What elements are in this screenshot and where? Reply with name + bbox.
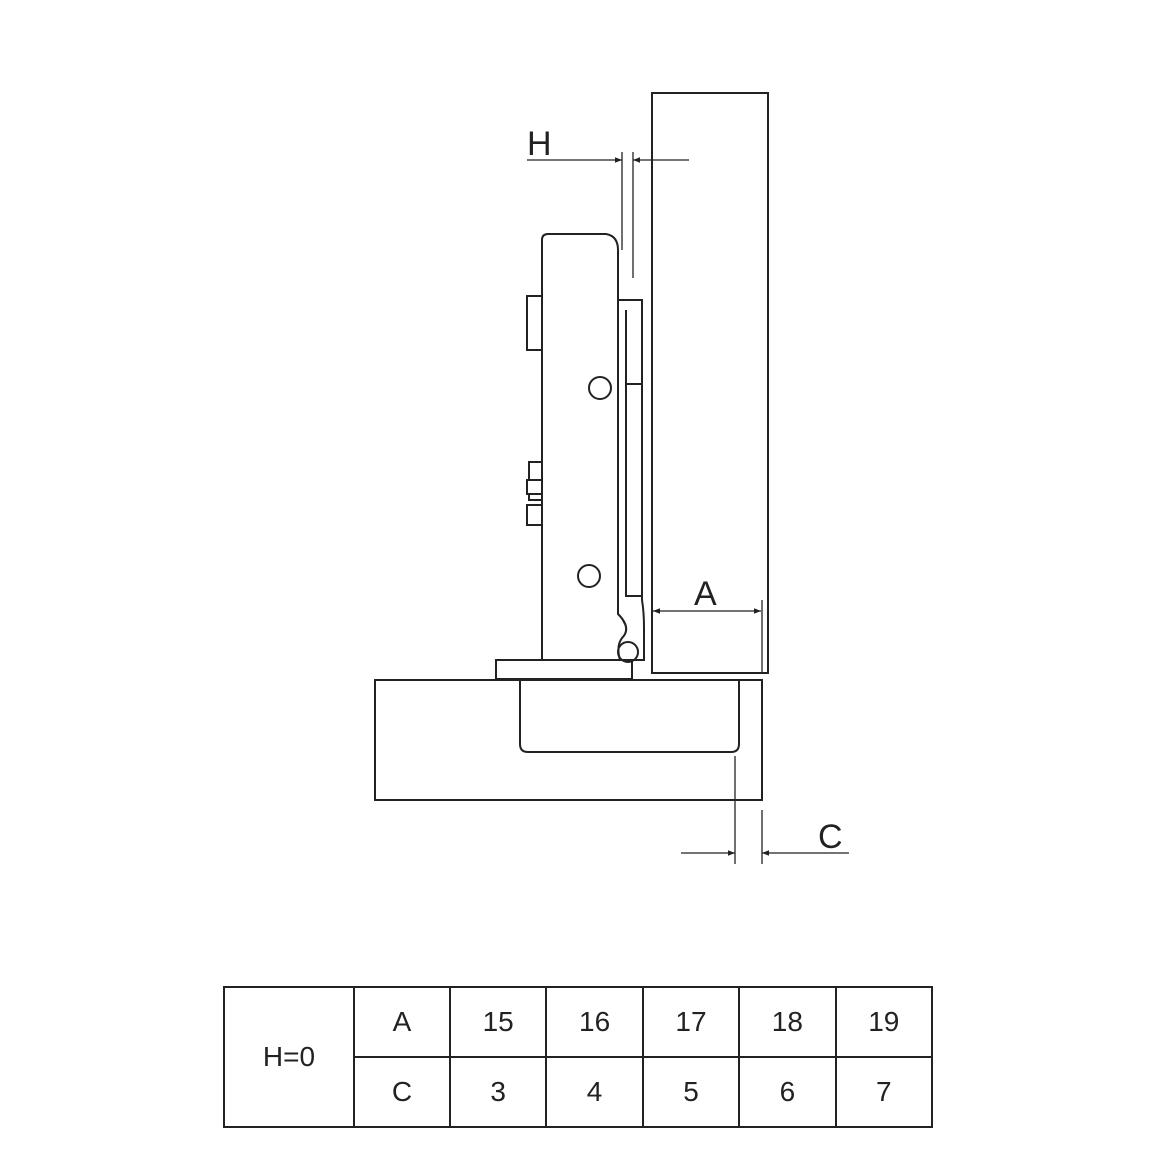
arm-tab-mid-3 (526, 504, 543, 526)
table-row-label: C (353, 1056, 451, 1128)
table-cell: 16 (545, 986, 644, 1058)
knuckle-strip (625, 383, 643, 597)
overlay-spec-table: H=0 A 15 16 17 18 19 C 3 4 5 6 7 (223, 986, 934, 1128)
mounting-plate (495, 659, 633, 680)
hinge-knuckle (617, 299, 645, 661)
arm-tab-top (526, 295, 543, 351)
table-row: C 3 4 5 6 7 (224, 1056, 934, 1128)
table-cell: 3 (448, 1056, 548, 1128)
hinge-cup (519, 681, 740, 753)
table-cell: 19 (834, 986, 934, 1058)
table-row-label: A (353, 986, 451, 1058)
pivot-pin (617, 641, 639, 663)
table-cell: 17 (641, 986, 741, 1058)
table-cell: 18 (738, 986, 837, 1058)
table-cell: 5 (641, 1056, 741, 1128)
table-cell: 7 (834, 1056, 934, 1128)
dim-a-label: A (694, 575, 717, 613)
table-group-cell: H=0 (223, 986, 355, 1128)
arm-tab-mid-2 (526, 479, 543, 495)
dim-c-label: C (818, 818, 843, 856)
table-cell: 15 (448, 986, 548, 1058)
cabinet-side-panel (374, 679, 763, 801)
screw-hole-upper (588, 376, 612, 400)
screw-hole-lower (577, 564, 601, 588)
table-cell: 6 (738, 1056, 837, 1128)
table-row: H=0 A 15 16 17 18 19 (223, 986, 934, 1128)
door-panel (651, 92, 769, 674)
dim-h-label: H (527, 125, 552, 163)
table-cell: 4 (545, 1056, 644, 1128)
